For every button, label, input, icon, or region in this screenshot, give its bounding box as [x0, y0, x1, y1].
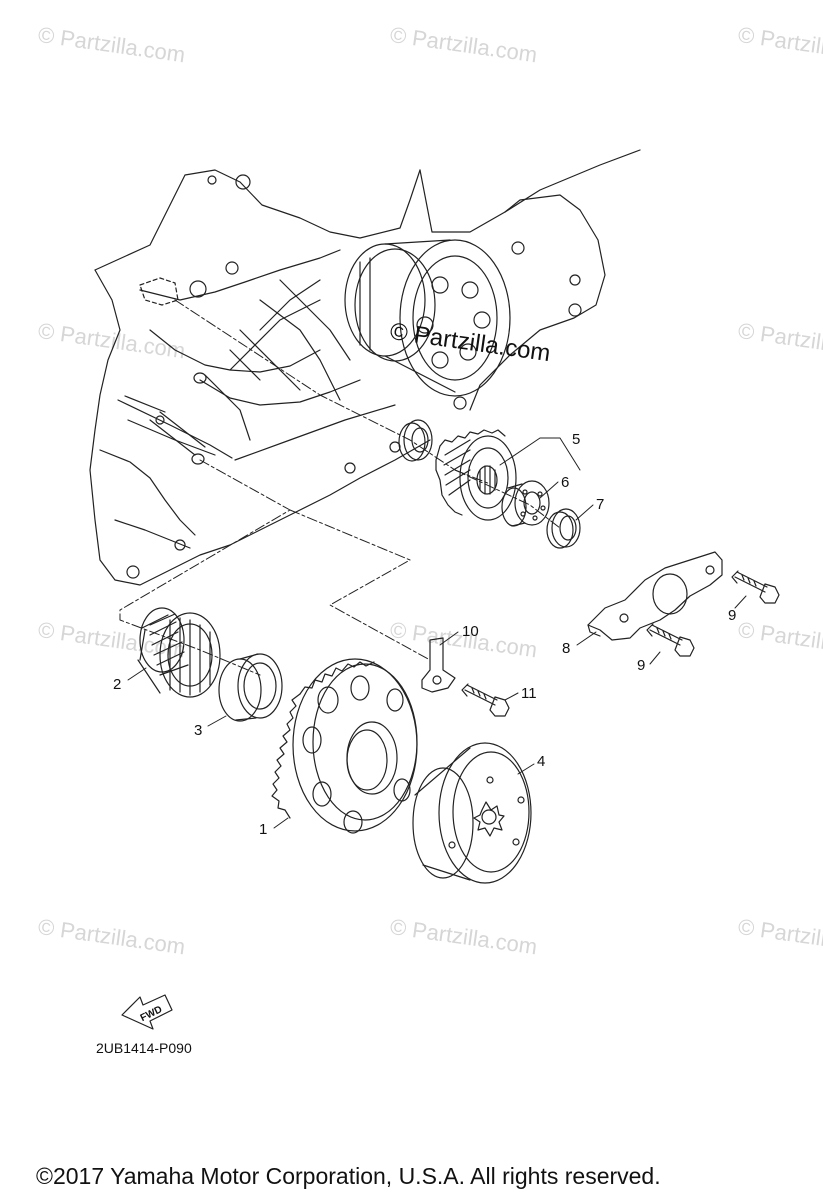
callout-2: 2 [113, 676, 121, 693]
callout-11: 11 [521, 685, 537, 702]
bolt-lower [646, 623, 695, 657]
diagram-code: 2UB1414-P090 [96, 1040, 192, 1056]
collar [218, 653, 283, 722]
crankcase-outline [89, 149, 641, 586]
bearing [501, 480, 550, 527]
clutch-drum [344, 239, 511, 397]
bolt [461, 683, 510, 717]
bracket [587, 551, 723, 641]
callout-3: 3 [194, 722, 202, 739]
callout-4: 4 [537, 753, 545, 770]
callout-10: 10 [462, 623, 479, 640]
one-way-clutch [137, 607, 221, 698]
callout-7: 7 [596, 496, 604, 513]
copyright-notice: ©2017 Yamaha Motor Corporation, U.S.A. A… [36, 1163, 661, 1189]
fwd-arrow-icon [121, 994, 173, 1030]
callout-5: 5 [572, 431, 580, 448]
clutch-housing [412, 742, 532, 884]
washer [546, 508, 581, 549]
callout-leaders [127, 437, 747, 829]
plate [421, 637, 456, 693]
callout-9-upper: 9 [728, 607, 736, 624]
fwd-label: FWD [139, 1004, 164, 1024]
callout-6: 6 [561, 474, 569, 491]
callout-1: 1 [259, 821, 267, 838]
starter-wheel-gear [271, 658, 418, 834]
idle-gear [435, 429, 517, 521]
upper-washer [398, 419, 433, 462]
bolt-upper [731, 570, 780, 604]
callout-9-lower: 9 [637, 657, 645, 674]
callout-8: 8 [562, 640, 570, 657]
